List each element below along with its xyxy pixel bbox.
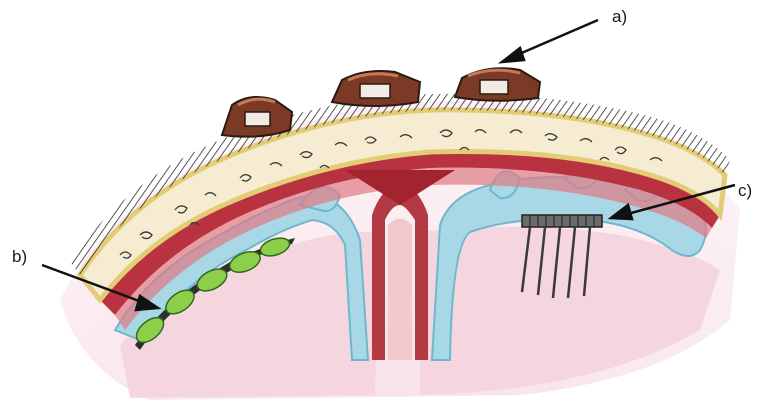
label-b: b) [12, 247, 27, 266]
falx-cerebri-center [388, 219, 412, 361]
scalp-electrode-icon [332, 71, 420, 106]
scalp-electrode-icon [222, 97, 292, 137]
label-a: a) [612, 7, 627, 26]
arrow-a [502, 20, 598, 62]
label-c: c) [738, 181, 752, 200]
scalp-electrode-icon [455, 68, 540, 101]
